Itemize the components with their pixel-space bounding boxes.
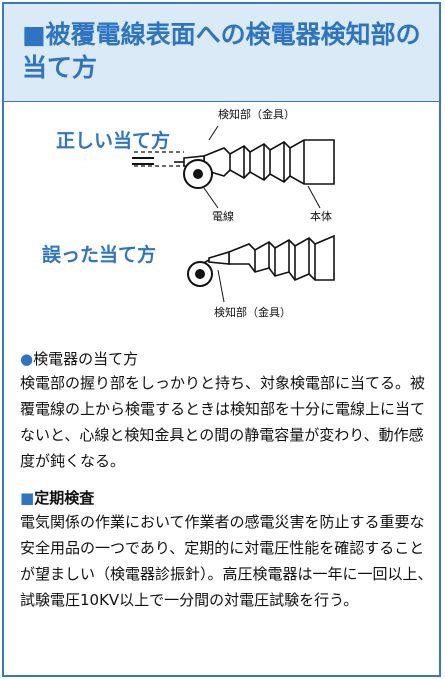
wrong-detector-drawing — [197, 234, 335, 281]
section-inspection-title: 定期検査 — [34, 489, 95, 507]
section-usage-title: 検電器の当て方 — [33, 350, 139, 368]
section-usage-text: 検電部の握り部をしっかりと持ち、対象検電部に当てる。被覆電線の上から検電するとき… — [20, 374, 426, 470]
page-title: ■被覆電線表面への検電器検知部の当て方 — [22, 20, 421, 82]
detector-illustration — [132, 125, 335, 303]
detector-part-label-bottom: 検知部（金具） — [214, 306, 291, 319]
detector-part-label-top: 検知部（金具） — [218, 108, 295, 121]
bullet-icon: ● — [20, 350, 34, 368]
wrong-placement-label: 誤った当て方 — [42, 244, 157, 266]
section-inspection-heading: ■定期検査 — [20, 486, 435, 510]
square-icon: ■ — [20, 489, 35, 507]
section-inspection-text: 電気関係の作業において作業者の感電災害を防止する重要な安全用品の一つであり、定期… — [20, 513, 433, 609]
card-header: ■被覆電線表面への検電器検知部の当て方 — [4, 4, 439, 102]
body-label: 本体 — [310, 210, 332, 223]
correct-wire-drawing — [132, 125, 321, 209]
detector-diagram: 正しい当て方 検知部（金具） 電線 本体 誤った当て方 検知部（金具） — [4, 104, 439, 329]
section-usage-heading: ●検電器の当て方 — [20, 347, 435, 371]
wrong-wire-drawing — [187, 261, 225, 303]
correct-placement-label: 正しい当て方 — [56, 130, 171, 152]
wire-label: 電線 — [212, 210, 234, 223]
